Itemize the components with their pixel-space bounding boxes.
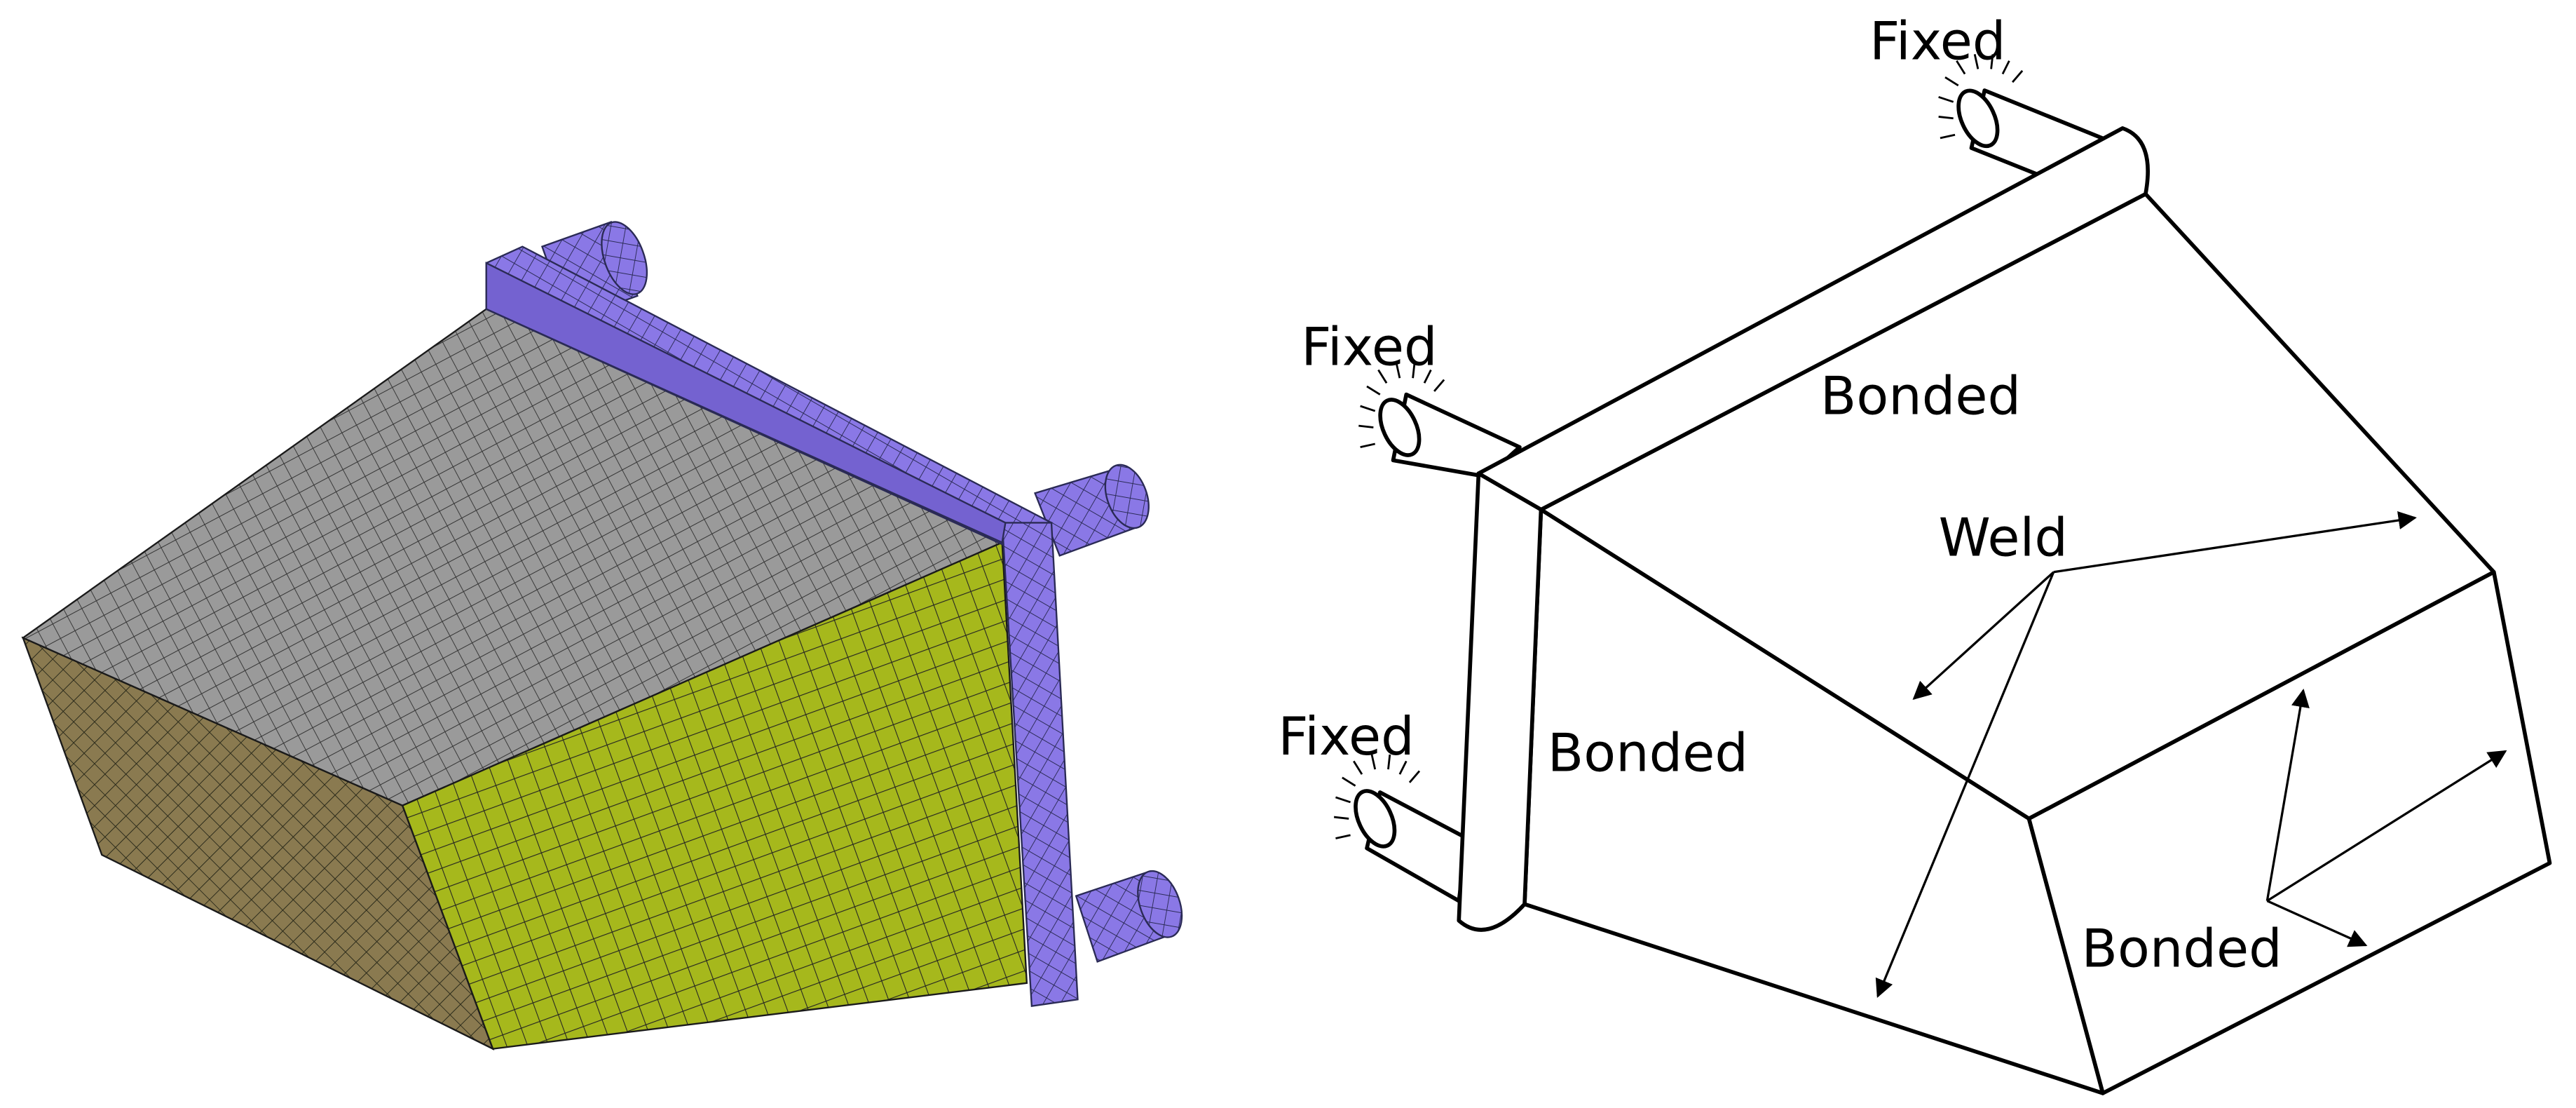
label-bonded-top: Bonded [1820,365,2021,427]
label-weld: Weld [1939,506,2068,568]
box-right-face [2026,569,2552,1095]
mesh-model [21,220,1183,1050]
bonded-arrows [2265,688,2507,947]
label-fixed-top: Fixed [1869,10,2005,72]
mesh-front-face [401,541,1028,1050]
line-drawing [1354,88,2552,1095]
label-fixed-low: Fixed [1278,705,1414,767]
mesh-flange [485,245,1079,1007]
weld-arrow-left [1912,571,2054,701]
fixed-hatches [1333,54,2024,839]
weld-arrow-down [1875,572,2055,999]
pipe-low [1354,789,1469,903]
label-bonded-right: Bonded [2082,917,2282,979]
label-fixed-mid: Fixed [1301,316,1437,377]
weld-arrows [1875,511,2417,999]
label-bonded-left: Bonded [1548,722,1748,783]
weld-arrow-right [2053,511,2417,574]
mesh-pipe-mid [1034,464,1150,557]
mesh-pipe-low [1075,870,1183,963]
pipe-mid [1378,392,1522,479]
flange [1457,126,2150,932]
